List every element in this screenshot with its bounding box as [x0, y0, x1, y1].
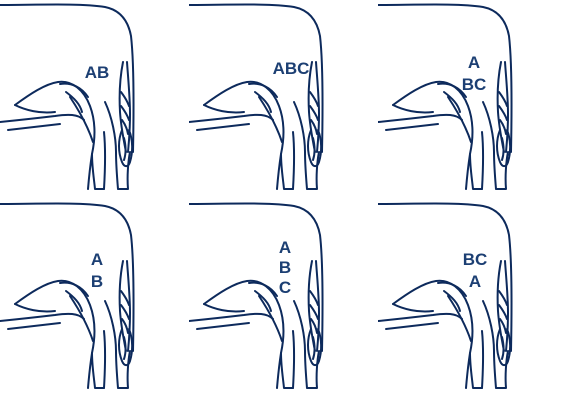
cow-outline — [0, 3, 135, 190]
udder-panel-3: A BC — [378, 0, 567, 199]
quarter-label: B — [91, 272, 103, 291]
udder-panel-6: BC A — [378, 199, 567, 398]
quarter-label: C — [279, 278, 291, 297]
cow-hindquarter-drawing: BC A — [378, 202, 513, 389]
quarter-label: A — [468, 53, 480, 72]
quarter-label: A — [91, 250, 103, 269]
quarter-label: BC — [462, 75, 487, 94]
cow-hindquarter-drawing: A BC — [378, 3, 513, 190]
cow-hindquarter-drawing: ABC — [189, 202, 324, 389]
quarter-label: B — [279, 258, 291, 277]
cow-hindquarter-drawing: AB — [0, 3, 135, 190]
quarter-label: AB — [85, 63, 110, 82]
cow-hindquarter-drawing: ABC — [189, 3, 324, 190]
udder-panel-1: AB — [0, 0, 189, 199]
cow-outline — [0, 202, 135, 389]
quarter-label: ABC — [273, 59, 310, 78]
udder-panel-2: ABC — [189, 0, 378, 199]
quarter-label: A — [469, 272, 481, 291]
quarter-label: A — [279, 238, 291, 257]
cow-outline — [189, 202, 324, 389]
quarter-label: BC — [463, 250, 488, 269]
cow-outline — [189, 3, 324, 190]
cow-outline — [378, 3, 513, 190]
cow-hindquarter-drawing: AB — [0, 202, 135, 389]
cow-outline — [378, 202, 513, 389]
